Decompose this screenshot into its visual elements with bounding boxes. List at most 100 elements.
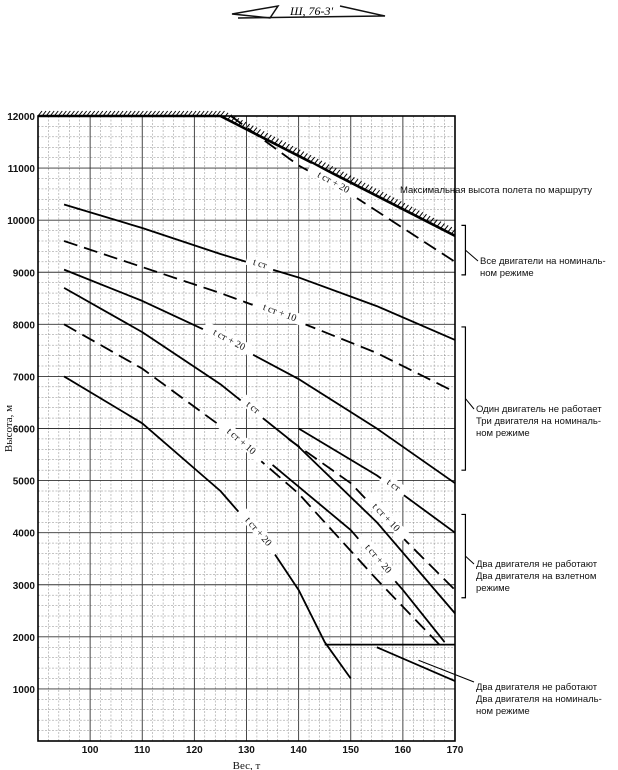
hatch-tick bbox=[230, 116, 236, 122]
y-tick-label: 12000 bbox=[7, 112, 35, 123]
group-annotations: Максимальная высота полета по маршрутуВс… bbox=[400, 185, 606, 717]
hatch-tick bbox=[389, 197, 395, 203]
hatch-tick bbox=[292, 147, 298, 154]
annotation-all-engines-line: Все двигатели на номиналь- bbox=[480, 256, 606, 267]
hatch-tick bbox=[288, 145, 294, 152]
annotation-one-engine-out-leader bbox=[465, 398, 475, 410]
hatch-tick bbox=[342, 173, 348, 179]
hatch-tick bbox=[211, 110, 217, 117]
hatch-tick bbox=[110, 110, 116, 117]
hatch-tick bbox=[418, 212, 424, 218]
hatch-tick bbox=[432, 219, 438, 226]
hatch-tick bbox=[378, 191, 384, 198]
curve-label-bg bbox=[236, 506, 282, 557]
annotation-all-engines-leader bbox=[465, 249, 479, 262]
hatch-tick bbox=[303, 153, 308, 159]
hatch-tick bbox=[443, 224, 449, 231]
curve-label-bg bbox=[251, 297, 309, 328]
hatch-tick bbox=[368, 186, 373, 192]
hatch-tick bbox=[94, 110, 100, 117]
curve-label-bg bbox=[201, 321, 257, 358]
curve-label: t ст + 20 bbox=[362, 542, 393, 575]
hatch-tick bbox=[82, 110, 87, 117]
x-tick-label: 130 bbox=[238, 745, 255, 756]
series-line-6 bbox=[63, 323, 441, 646]
y-tick-label: 7000 bbox=[13, 372, 36, 383]
hatch-tick bbox=[357, 180, 362, 187]
hatch-tick bbox=[335, 169, 341, 176]
hatch-tick bbox=[375, 189, 381, 196]
hatch-tick bbox=[422, 213, 427, 220]
curve-labels: t ст + 20t стt ст + 10t ст + 20t стt ст … bbox=[201, 163, 410, 584]
hatch-tick bbox=[183, 110, 189, 117]
curve-label-bg bbox=[245, 253, 276, 273]
hatch-tick bbox=[138, 110, 144, 117]
x-tick-label: 110 bbox=[134, 745, 151, 756]
hatch-tick bbox=[220, 110, 225, 117]
hatch-tick bbox=[53, 110, 59, 117]
curve-label-bg bbox=[238, 394, 268, 421]
hatch-tick bbox=[78, 110, 83, 117]
hatch-tick bbox=[70, 110, 75, 117]
curve-label: t ст bbox=[252, 257, 269, 272]
hatch-tick bbox=[241, 121, 247, 128]
hatch-tick bbox=[371, 188, 377, 194]
hatch-tick bbox=[360, 182, 366, 189]
hatch-tick bbox=[207, 110, 213, 117]
hatch-tick bbox=[130, 110, 136, 117]
hatch-tick bbox=[436, 221, 442, 227]
hatch-tick bbox=[114, 110, 120, 117]
hatch-tick bbox=[171, 110, 177, 117]
x-tick-label: 160 bbox=[395, 745, 412, 756]
curve-label-group: t ст + 20 bbox=[236, 506, 282, 557]
curve-label: t ст + 10 bbox=[370, 501, 402, 534]
chart-grid bbox=[37, 115, 456, 742]
hatch-tick bbox=[45, 110, 51, 117]
hatch-tick bbox=[57, 110, 63, 117]
hatch-tick bbox=[215, 110, 221, 117]
curve-label-bg bbox=[216, 418, 267, 464]
y-axis-label: Высота, м bbox=[3, 405, 15, 452]
hatch-tick bbox=[299, 151, 305, 157]
hatch-tick bbox=[364, 184, 370, 191]
hatch-tick bbox=[167, 110, 173, 117]
series-line-8 bbox=[298, 427, 456, 534]
y-tick-label: 5000 bbox=[13, 477, 36, 488]
hatch-tick bbox=[49, 110, 55, 117]
hatch-tick bbox=[313, 158, 319, 165]
hatch-tick bbox=[163, 110, 169, 117]
hatch-tick bbox=[98, 110, 104, 117]
curve-label-bg bbox=[306, 163, 362, 201]
annotation-max-altitude: Максимальная высота полета по маршруту bbox=[400, 185, 592, 196]
header-mark-text: Ш, 76-3' bbox=[289, 4, 334, 18]
hatch-tick bbox=[396, 200, 402, 207]
series-line-12 bbox=[376, 646, 456, 682]
hatch-tick bbox=[122, 110, 128, 117]
curve-label-bg bbox=[363, 492, 410, 542]
curve-label-group: t ст bbox=[245, 253, 276, 273]
series-line-4 bbox=[63, 268, 456, 484]
hatch-tick bbox=[41, 110, 47, 117]
curve-label-group: t ст + 20 bbox=[356, 533, 402, 584]
annotation-two-engines-takeoff-line: Два двигателя на взлетном bbox=[476, 571, 596, 582]
hatch-tick bbox=[266, 134, 272, 141]
hatch-tick bbox=[440, 223, 445, 229]
hatch-tick bbox=[353, 178, 359, 185]
hatch-tick bbox=[349, 177, 355, 183]
annotation-two-engines-takeoff-line: Два двигателя не работают bbox=[476, 559, 598, 570]
hatch-tick bbox=[274, 138, 279, 144]
hatch-tick bbox=[179, 110, 185, 117]
y-tick-label: 2000 bbox=[13, 633, 36, 644]
hatch-tick bbox=[306, 154, 312, 161]
y-tick-label: 6000 bbox=[13, 425, 36, 436]
hatch-tick bbox=[429, 217, 435, 224]
curve-label-group: t ст + 20 bbox=[201, 321, 257, 358]
annotation-two-engines-nominal-line: Два двигателя не работают bbox=[476, 682, 598, 693]
hatch-tick bbox=[90, 110, 96, 117]
hatch-tick bbox=[328, 165, 334, 172]
hatch-tick bbox=[155, 110, 160, 117]
annotation-two-engines-nominal-leader bbox=[418, 659, 475, 683]
hatch-tick bbox=[159, 110, 165, 117]
